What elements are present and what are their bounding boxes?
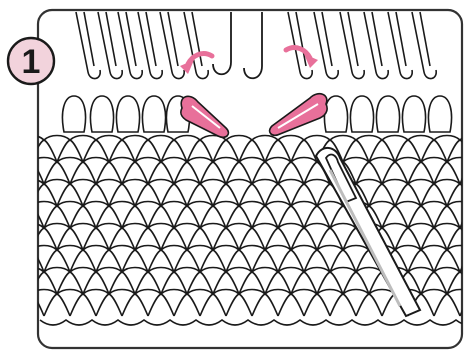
top-row-loop xyxy=(402,96,425,132)
top-row-loop xyxy=(62,96,85,132)
top-row-loop xyxy=(116,96,139,132)
step-badge: 1 xyxy=(8,38,54,84)
top-row-loop xyxy=(324,96,347,132)
top-row-loop xyxy=(142,96,165,132)
top-row-loop xyxy=(428,96,451,132)
step-number: 1 xyxy=(22,43,41,81)
top-row-loop xyxy=(350,96,373,132)
top-row-loop xyxy=(376,96,399,132)
top-row-loop xyxy=(90,96,113,132)
